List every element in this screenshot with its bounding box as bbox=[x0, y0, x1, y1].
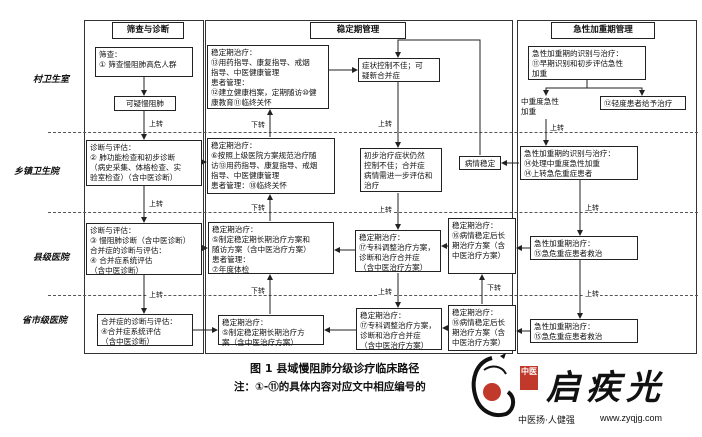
province-acute-box: 急性加重期治疗： ⑮急危重症患者救治 bbox=[530, 319, 638, 343]
level-label-province: 省市级医院 bbox=[22, 316, 68, 326]
township-stable-box: 稳定期治疗： ⑥按照上级医院方案规范治疗随 访⑬用药指导、康复指导、戒烟 指导、… bbox=[207, 138, 335, 194]
watermark-url: www.zyqjg.com bbox=[600, 413, 663, 423]
screening-column-header: 筛查与诊断 bbox=[112, 22, 184, 39]
acute-column-header: 急性加重期管理 bbox=[551, 22, 655, 39]
label-up-5: 上转 bbox=[377, 206, 393, 214]
watermark-tag-box: 中医 bbox=[520, 366, 538, 390]
village-acute-identify-box: 急性加重期的识别与治疗： ⑪早期识别和初步评估急性 加重 bbox=[528, 46, 646, 80]
county-longterm-box: 稳定期治疗： ⑯病情稳定后长 期治疗方案（含 中医治疗方案） bbox=[448, 218, 516, 274]
acute-column-frame bbox=[517, 20, 697, 354]
label-up-4: 上转 bbox=[148, 200, 164, 208]
county-acute-box: 急性加重期治疗： ⑮急危重症患者救治 bbox=[530, 236, 638, 260]
level-label-village: 村卫生室 bbox=[33, 75, 70, 85]
label-up-1: 上转 bbox=[148, 120, 164, 128]
province-longterm-box: 稳定期治疗： ⑯病情稳定后长 期治疗方案（含 中医治疗方案） bbox=[448, 305, 516, 351]
separator-county-province bbox=[48, 295, 698, 296]
label-up-6: 上转 bbox=[584, 204, 600, 212]
label-up-3: 上转 bbox=[549, 124, 565, 132]
village-stable-box: 稳定期治疗： ⑬用药指导、康复指导、戒烟 指导、中医健康管理 患者管理： ⑫建立… bbox=[207, 45, 329, 109]
village-suspect-box: 可疑慢阻肺 bbox=[114, 96, 176, 111]
figure-note: 注：①-⑪的具体内容对应文中相应编号的 bbox=[234, 381, 426, 393]
watermark-brand: 启疾光 bbox=[546, 368, 666, 408]
label-down-4: 下转 bbox=[486, 284, 502, 292]
label-up-8: 上转 bbox=[377, 288, 393, 296]
village-screening-box: 筛查： ① 筛查慢阻肺高危人群 bbox=[95, 47, 193, 77]
village-poor-control-box: 症状控制不佳；可 疑新合并症 bbox=[358, 58, 440, 82]
stable-column-header: 稳定期管理 bbox=[310, 22, 406, 39]
county-stable-box: 稳定期治疗： ⑤制定稳定期长期治疗方案和 随访方案（含中医治疗方案） 患者管理：… bbox=[208, 222, 334, 274]
province-stable-box: 稳定期治疗： ⑤制定稳定期长期治疗方 案（含中医治疗方案） bbox=[218, 315, 324, 347]
screening-column-frame bbox=[84, 20, 204, 354]
county-diagnosis-box: 诊断与评估： ③ 慢阻肺诊断（含中医诊断） 合并症的诊断与评估： ④ 合并症系统… bbox=[86, 223, 202, 275]
label-down-2: 下转 bbox=[250, 204, 266, 212]
province-adjust-box: 稳定期治疗： ⑰专科调整治疗方案， 诊断和治疗合并症 （含中医治疗方案） bbox=[356, 308, 442, 350]
province-diagnosis-box: 合并症的诊断与评估： ④合并症系统评估 （含中医诊断） bbox=[97, 314, 193, 346]
county-adjust-box: 稳定期治疗： ⑰专科调整治疗方案， 诊断和治疗合并症 （含中医治疗方案） bbox=[355, 230, 441, 272]
village-severe-acute-box: 中重度急性 加重 bbox=[518, 95, 574, 119]
level-label-county: 县级医院 bbox=[33, 253, 70, 263]
dragon-logo-icon bbox=[471, 353, 515, 417]
level-label-township: 乡镇卫生院 bbox=[14, 167, 60, 177]
township-stable-condition-box: 病情稳定 bbox=[459, 156, 501, 170]
village-mild-treatment-box: ⑫轻度患者给予治疗 bbox=[600, 96, 686, 110]
watermark-slogan: 中医扬·人健强 bbox=[518, 416, 575, 426]
label-up-9: 上转 bbox=[584, 290, 600, 298]
township-acute-box: 急性加重期的识别与治疗： ⑭处理中重度急性加重 ⑭上转急危重症患者 bbox=[520, 146, 638, 180]
watermark-logo bbox=[462, 352, 522, 428]
label-up-2: 上转 bbox=[377, 120, 393, 128]
township-diagnosis-box: 诊断与评估： ② 肺功能检查和初步诊断 （病史采集、体格检查、实 验室检查）（含… bbox=[86, 140, 202, 186]
figure-title: 图 1 县域慢阻肺分级诊疗临床路径 bbox=[250, 362, 420, 375]
stable-column-frame bbox=[205, 20, 513, 354]
label-up-7: 上转 bbox=[148, 291, 164, 299]
label-down-3: 下转 bbox=[250, 287, 266, 295]
separator-village-township bbox=[48, 132, 698, 133]
separator-township-county bbox=[48, 212, 698, 213]
township-poor-control-box: 初步治疗症状仍然 控制不佳；合并症 病情需进一步评估和 治疗 bbox=[360, 148, 442, 192]
label-down-1: 下转 bbox=[250, 121, 266, 129]
